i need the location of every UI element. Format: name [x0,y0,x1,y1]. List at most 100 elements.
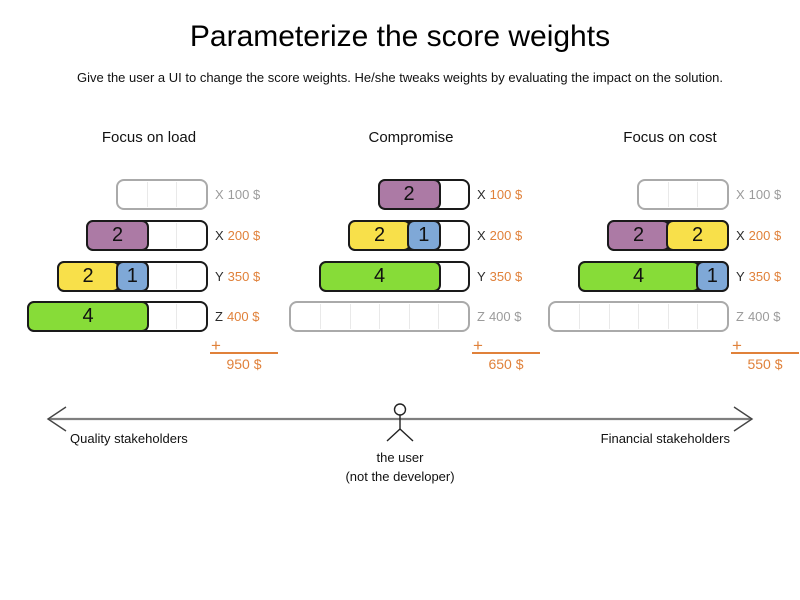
weight-value: 1 [706,265,718,287]
row-label-value: 200 $ [227,228,261,243]
weight-track[interactable]: 4 [318,261,470,292]
row-label-letter: Z [477,309,485,324]
row-label-value: 100 $ [227,187,261,202]
row-label-letter: X [477,228,486,243]
unit-tick [176,264,177,289]
unit-tick [408,304,410,329]
sum-plus-sign: + [732,336,742,355]
row-label-letter: Y [477,269,486,284]
weight-value: 2 [82,265,94,287]
weight-value: 2 [373,224,386,246]
user-sublabel: (not the developer) [345,469,455,484]
row-label-value: 100 $ [748,187,782,202]
user-label: the user [376,450,424,465]
unit-tick [697,182,698,207]
weight-value: 2 [111,224,124,246]
weight-value: 2 [403,183,415,205]
weight-value: 4 [632,265,645,287]
page-title: Parameterize the score weights [189,20,611,53]
unit-tick [349,304,351,329]
unit-tick [608,304,610,329]
weight-track[interactable] [636,179,729,210]
weight-block-purple[interactable]: 2 [607,220,670,251]
sum-line [210,352,278,354]
row-label-value: 400 $ [747,309,781,324]
weight-block-green[interactable]: 4 [27,301,149,332]
weight-block-blue[interactable]: 1 [407,220,441,251]
unit-tick [320,304,321,329]
unit-tick [697,304,698,329]
unit-tick [379,304,380,329]
unit-tick [579,304,580,329]
weight-track[interactable]: 2 [86,220,208,251]
weight-value: 2 [691,224,704,246]
weight-block-green[interactable]: 4 [318,261,441,292]
weight-track[interactable]: 2 [377,179,470,210]
row-label-letter: X [477,187,486,202]
weight-block-blue[interactable]: 1 [115,261,149,292]
weight-block-purple[interactable]: 2 [86,220,149,251]
row-label-value: 200 $ [748,228,782,243]
weight-value: 1 [418,224,430,246]
weight-block-green[interactable]: 4 [577,261,700,292]
financial-stakeholders-label: Financial stakeholders [600,431,730,446]
sum-total: 650 $ [488,356,524,372]
row-label-letter: X [215,228,224,243]
subtitle: Give the user a UI to change the score w… [76,70,724,85]
weight-block-yellow[interactable]: 2 [348,220,411,251]
row-label-value: 400 $ [226,309,260,324]
unit-tick [638,304,639,329]
scenario-title: Focus on cost [623,129,717,146]
weight-block-purple[interactable]: 2 [377,179,441,210]
row-label-value: 400 $ [488,309,522,324]
unit-tick [176,182,177,207]
weight-block-yellow[interactable]: 2 [666,220,729,251]
weight-value: 1 [126,265,138,287]
unit-tick [667,182,669,207]
weight-track[interactable] [548,301,729,332]
row-label-value: 100 $ [489,187,523,202]
weight-track[interactable] [289,301,470,332]
unit-tick [176,304,177,329]
weight-value: 4 [373,265,386,287]
sum-line [731,352,799,354]
arrow-head-right-icon [733,406,754,432]
row-label-value: 350 $ [227,269,261,284]
row-label-letter: X [736,187,745,202]
arrow-head-left-icon [46,406,67,432]
weight-block-yellow[interactable]: 2 [56,261,120,292]
row-label-letter: X [736,228,745,243]
scenario-title: Focus on load [101,129,197,146]
quality-stakeholders-label: Quality stakeholders [70,431,188,446]
row-label-value: 350 $ [748,269,782,284]
weight-block-blue[interactable]: 1 [695,261,729,292]
row-label-value: 350 $ [489,269,523,284]
row-label-value: 200 $ [489,228,523,243]
sum-plus-sign: + [473,336,483,355]
stakeholder-axis [46,403,754,442]
sum-line [472,352,540,354]
weight-track[interactable] [115,179,208,210]
unit-tick [667,304,669,329]
sum-total: 950 $ [226,356,262,372]
unit-tick [438,304,439,329]
unit-tick [146,182,148,207]
weight-track[interactable]: 4 [27,301,208,332]
row-label-letter: Y [215,269,224,284]
